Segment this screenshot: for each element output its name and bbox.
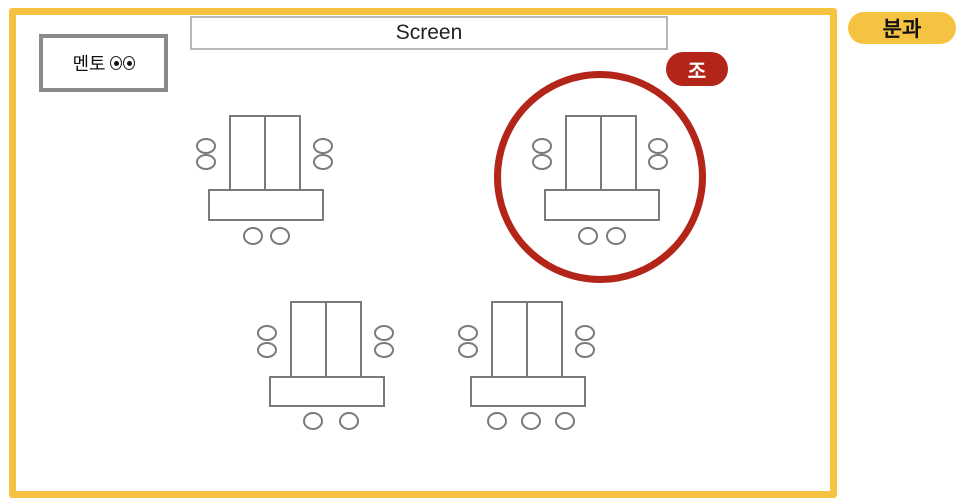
table-4-chair	[458, 342, 478, 358]
table-2-front-desk	[544, 189, 660, 221]
table-4-left-desk	[491, 301, 528, 378]
table-3-left-desk	[290, 301, 327, 378]
table-2-chair	[532, 154, 552, 170]
table-3-chair	[339, 412, 359, 430]
table-2-chair	[648, 154, 668, 170]
section-badge: 분과	[848, 12, 956, 44]
table-3-chair	[374, 325, 394, 341]
table-3-chair	[257, 342, 277, 358]
eye-right	[122, 56, 135, 70]
group-highlight-circle	[494, 71, 706, 283]
table-1-front-desk	[208, 189, 324, 221]
eyes-icon	[109, 56, 135, 70]
table-4-chair	[458, 325, 478, 341]
table-4-chair	[575, 325, 595, 341]
table-2-chair	[648, 138, 668, 154]
group-badge-label: 조	[687, 58, 707, 83]
table-4	[458, 301, 595, 430]
table-1-chair	[313, 154, 333, 170]
table-1-right-desk	[264, 115, 301, 191]
table-3-chair	[303, 412, 323, 430]
table-4-front-desk	[470, 376, 586, 407]
table-1-chair	[313, 138, 333, 154]
table-1	[196, 115, 333, 245]
mentor-label: 멘토	[72, 54, 106, 75]
table-4-chair	[487, 412, 507, 430]
table-4-chair	[575, 342, 595, 358]
eye-left	[109, 56, 122, 70]
mentor-box: 멘토	[39, 34, 168, 92]
table-3-chair	[257, 325, 277, 341]
table-1-left-desk	[229, 115, 266, 191]
table-4-chair	[521, 412, 541, 430]
table-3-front-desk	[269, 376, 385, 407]
table-2-left-desk	[565, 115, 602, 191]
screen-label: Screen	[395, 21, 463, 44]
table-3-chair	[374, 342, 394, 358]
table-2-chair	[606, 227, 626, 245]
table-2	[532, 115, 668, 245]
table-3-right-desk	[325, 301, 362, 378]
table-4-right-desk	[526, 301, 563, 378]
table-3	[257, 301, 394, 430]
section-badge-label: 분과	[882, 17, 922, 41]
table-1-chair	[270, 227, 290, 245]
table-1-chair	[243, 227, 263, 245]
table-4-chair	[555, 412, 575, 430]
table-2-right-desk	[600, 115, 637, 191]
table-1-chair	[196, 138, 216, 154]
table-2-chair	[578, 227, 598, 245]
table-2-chair	[532, 138, 552, 154]
screen-label-box: Screen	[190, 16, 668, 50]
table-1-chair	[196, 154, 216, 170]
group-badge: 조	[666, 52, 728, 86]
